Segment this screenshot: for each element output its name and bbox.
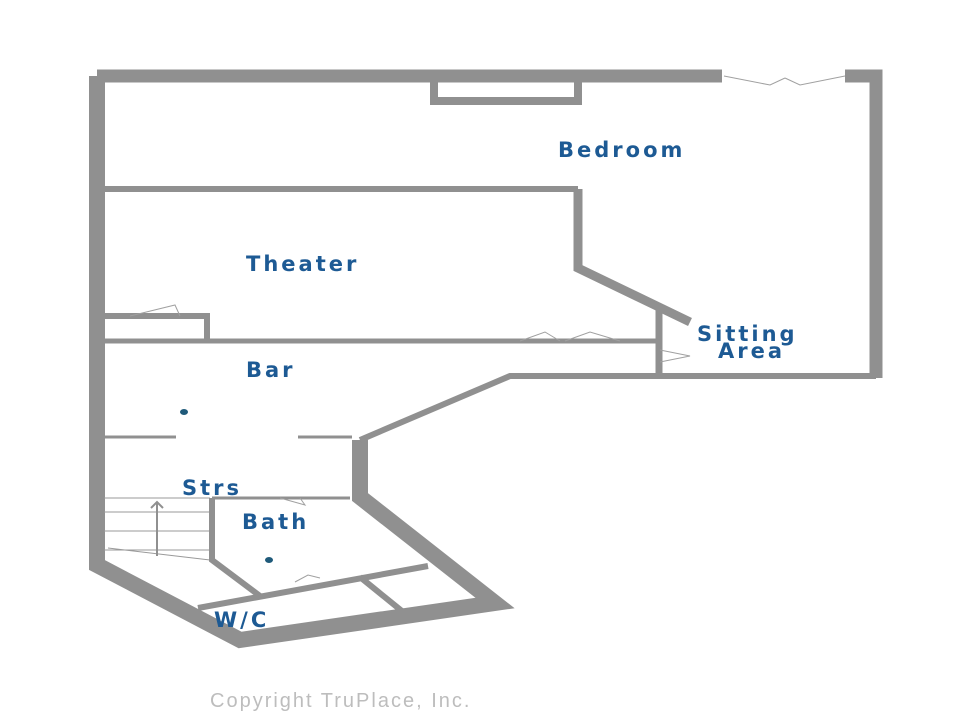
wc-divider <box>358 574 410 619</box>
bath-wall <box>209 498 262 599</box>
exterior-walls <box>89 69 883 649</box>
room-label-bar: Bar <box>246 358 296 382</box>
room-label-bedroom: Bedroom <box>558 138 686 162</box>
room-label-theater: Theater <box>246 252 360 276</box>
room-label-sitting: Sitting <box>697 322 798 346</box>
theater-bedroom-wall <box>573 189 692 327</box>
wc-wall <box>197 563 429 611</box>
stairs <box>104 497 211 561</box>
copyright-text: Copyright TruPlace, Inc. <box>210 690 472 712</box>
room-label-area: Area <box>718 339 786 363</box>
door-swings <box>129 75 846 583</box>
room-label-stairs: Strs <box>182 476 243 500</box>
closet-wall <box>430 76 582 105</box>
closet-bar-wall <box>104 313 210 341</box>
light-fixture-icon <box>180 409 188 415</box>
room-label-wc: W/C <box>214 608 270 632</box>
room-label-bath: Bath <box>242 510 310 534</box>
light-fixture-icon <box>265 557 273 563</box>
